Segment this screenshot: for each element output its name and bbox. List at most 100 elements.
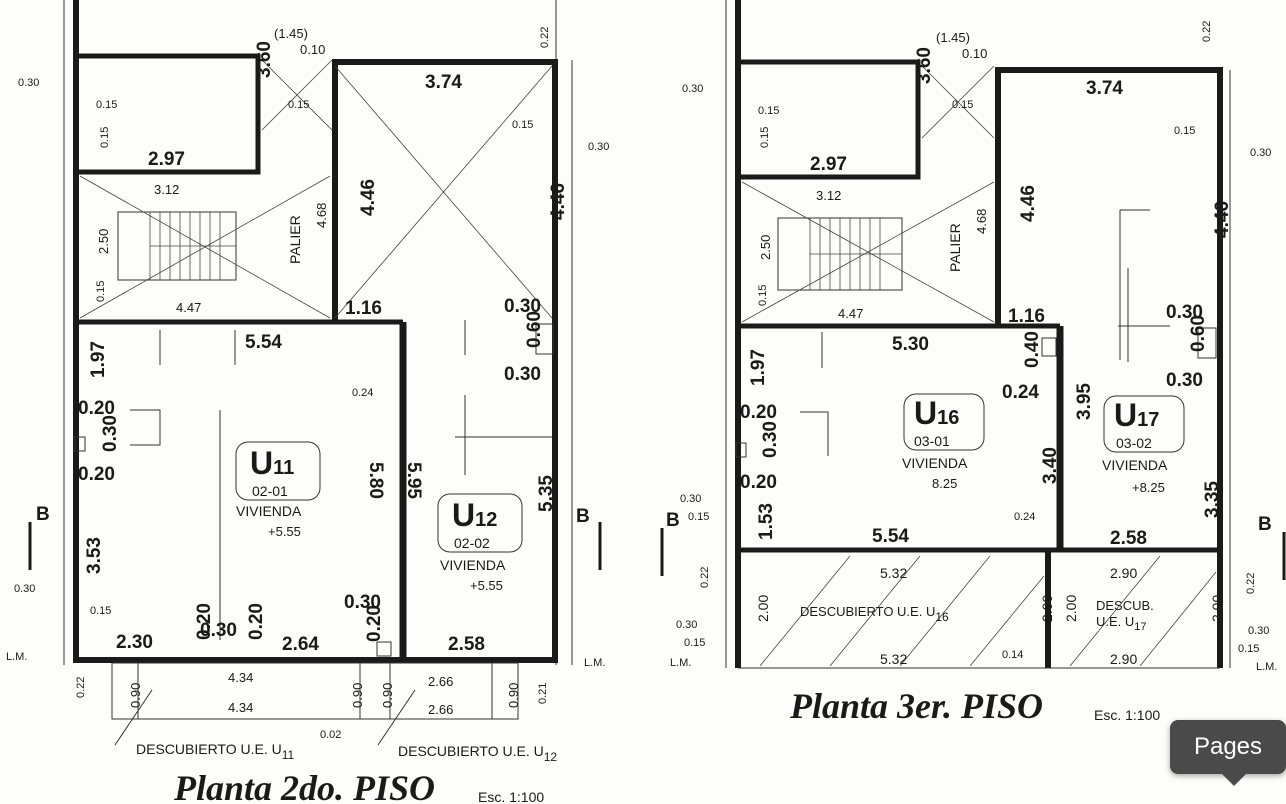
dim-2.97-right: 2.97 bbox=[810, 154, 847, 175]
dim-0.20-left-c: 0.20 bbox=[194, 603, 215, 640]
dim-2.90-right-b: 2.90 bbox=[1110, 651, 1137, 667]
unit-u11-id: U11 bbox=[250, 445, 294, 481]
dim-2.00-right-c: 2.00 bbox=[1063, 595, 1079, 622]
dim-0.15-left-s2: 0.15 bbox=[288, 99, 309, 111]
unit-u12-id: U12 bbox=[452, 497, 497, 533]
dim-3.53-left: 3.53 bbox=[84, 537, 105, 574]
dim-1.16-right: 1.16 bbox=[1008, 306, 1045, 327]
pages-button[interactable]: Pages bbox=[1170, 720, 1286, 786]
dim-2.97-left: 2.97 bbox=[148, 149, 185, 170]
dim-0.40-right: 0.40 bbox=[1022, 331, 1043, 368]
dim-2.50-right: 2.50 bbox=[758, 235, 773, 260]
palier-label-left: PALIER bbox=[287, 215, 303, 264]
lm-left-a: L.M. bbox=[6, 651, 27, 663]
dim-3.95-right: 3.95 bbox=[1074, 383, 1095, 420]
section-mark-b-right-2: B bbox=[1258, 514, 1272, 535]
dim-5.54-right: 5.54 bbox=[872, 526, 909, 547]
dim-2.30-left: 2.30 bbox=[116, 632, 153, 653]
dim-0.30-right-s1: 0.30 bbox=[682, 83, 703, 95]
dim-0.30-right-s2: 0.30 bbox=[1250, 147, 1271, 159]
dim-0.15-right-s8: 0.15 bbox=[1238, 643, 1259, 655]
dim-1.97-left: 1.97 bbox=[88, 341, 109, 378]
dim-5.32-right-a: 5.32 bbox=[880, 565, 907, 581]
dim-4.46a-left: 4.46 bbox=[358, 179, 379, 216]
dim-0.30-right-s5: 0.30 bbox=[1248, 625, 1269, 637]
dim-0.30-right-s4: 0.30 bbox=[676, 619, 697, 631]
dim-3.74-left: 3.74 bbox=[425, 72, 462, 93]
dim-0.10-left: 0.10 bbox=[300, 42, 325, 57]
dim-5.30-right: 5.30 bbox=[892, 334, 929, 355]
dim-0.22-left-bot: 0.22 bbox=[75, 677, 87, 698]
unit-u12-code: 02-02 bbox=[454, 535, 490, 551]
unit-u16-level: 8.25 bbox=[932, 476, 957, 491]
dim-0.15-right-s6: 0.15 bbox=[688, 511, 709, 523]
section-mark-b-left-1: B bbox=[36, 504, 50, 525]
dim-2.58-left: 2.58 bbox=[448, 634, 485, 655]
dim-1.53-right: 1.53 bbox=[756, 503, 777, 540]
dim-0.21-left: 0.21 bbox=[537, 683, 549, 704]
dim-2.00-right-b: 2.00 bbox=[1039, 595, 1055, 622]
lm-right-b: L.M. bbox=[1256, 661, 1277, 673]
unit-u12-type: VIVIENDA bbox=[440, 557, 506, 573]
dim-0.30-right-b: 0.30 bbox=[1166, 370, 1203, 391]
dim-2.50-left: 2.50 bbox=[96, 229, 111, 254]
dim-0.30-left-d: 0.30 bbox=[344, 592, 381, 613]
plan-right-scale: Esc. 1:100 bbox=[1094, 707, 1160, 723]
dim-3.40-right: 3.40 bbox=[1040, 447, 1061, 484]
dim-0.15-right-s3: 0.15 bbox=[759, 127, 771, 148]
dim-4.34-left-b: 4.34 bbox=[228, 700, 253, 715]
dim-2.00-right-d: 2.00 bbox=[1209, 595, 1225, 622]
dim-2.00-right-a: 2.00 bbox=[755, 595, 771, 622]
dim-4.47-right: 4.47 bbox=[838, 306, 863, 321]
dim-5.35-left: 5.35 bbox=[536, 475, 557, 512]
dim-1.16-left: 1.16 bbox=[345, 298, 382, 319]
dim-3.35-right: 3.35 bbox=[1202, 481, 1223, 518]
dim-0.20a-left: 0.20 bbox=[78, 398, 115, 419]
dim-0.30-right-s3: 0.30 bbox=[680, 493, 701, 505]
dim-4.68-left: 4.68 bbox=[314, 203, 329, 228]
dim-0.90-left-c: 0.90 bbox=[380, 683, 395, 708]
dim-0.90-left-b: 0.90 bbox=[350, 683, 365, 708]
dim-0.22-right-b: 0.22 bbox=[1245, 573, 1257, 594]
unit-u16-type: VIVIENDA bbox=[902, 455, 968, 471]
dim-3.12-left: 3.12 bbox=[154, 182, 179, 197]
unit-u17-type: VIVIENDA bbox=[1102, 457, 1168, 473]
plan-left: 3.60 2.97 3.74 4.46 4.46 1.16 5.54 5.80 … bbox=[6, 0, 609, 804]
dim-0.02-left: 0.02 bbox=[320, 729, 341, 741]
descubierto-u11-label: DESCUBIERTO U.E. U11 bbox=[136, 741, 295, 762]
dim-0.15-right-s2: 0.15 bbox=[952, 99, 973, 111]
unit-u17-id: U17 bbox=[1114, 397, 1159, 433]
dim-1.45-right: (1.45) bbox=[936, 30, 970, 45]
dim-0.30-right-a: 0.30 bbox=[1166, 302, 1203, 323]
dim-4.46a-right: 4.46 bbox=[1018, 185, 1039, 222]
dim-4.46b-left: 4.46 bbox=[548, 183, 569, 220]
dim-0.22-left-top: 0.22 bbox=[539, 27, 551, 48]
dim-0.24-right: 0.24 bbox=[1002, 382, 1039, 403]
descubierto-u12-label: DESCUBIERTO U.E. U12 bbox=[398, 743, 557, 764]
unit-u16-code: 03-01 bbox=[914, 433, 950, 449]
dim-0.30-left-a: 0.30 bbox=[100, 415, 121, 452]
dim-5.32-right-b: 5.32 bbox=[880, 651, 907, 667]
dim-2.64-left: 2.64 bbox=[282, 634, 319, 655]
dim-4.68-right: 4.68 bbox=[974, 209, 989, 234]
unit-u11-code: 02-01 bbox=[252, 483, 288, 499]
dim-0.20-right-a: 0.20 bbox=[740, 402, 777, 423]
dim-0.10-right: 0.10 bbox=[962, 46, 987, 61]
dim-0.60-right: 0.60 bbox=[1188, 315, 1209, 352]
dim-3.60-left: 3.60 bbox=[254, 41, 275, 78]
dim-4.46b-right: 4.46 bbox=[1212, 201, 1233, 238]
dim-0.30-left-s1: 0.30 bbox=[18, 77, 39, 89]
dim-0.15-right-s7: 0.15 bbox=[684, 637, 705, 649]
dim-0.20-right-b: 0.20 bbox=[740, 472, 777, 493]
plan-right: 3.60 2.97 3.74 4.46 4.46 1.16 5.30 0.40 … bbox=[660, 0, 1286, 726]
dim-0.22-right-a: 0.22 bbox=[699, 567, 711, 588]
unit-u16-id: U16 bbox=[914, 395, 959, 431]
dim-0.22-right-top: 0.22 bbox=[1201, 21, 1213, 42]
dim-0.30-left-s3: 0.30 bbox=[14, 583, 35, 595]
dim-0.14-right: 0.14 bbox=[1002, 649, 1023, 661]
dim-0.15-left-s1: 0.15 bbox=[96, 99, 117, 111]
descubierto-u16-label: DESCUBIERTO U.E. U16 bbox=[800, 604, 949, 624]
dim-0.15-right-s5: 0.15 bbox=[757, 285, 769, 306]
descubierto-u17-label-a: DESCUB. bbox=[1096, 598, 1154, 613]
